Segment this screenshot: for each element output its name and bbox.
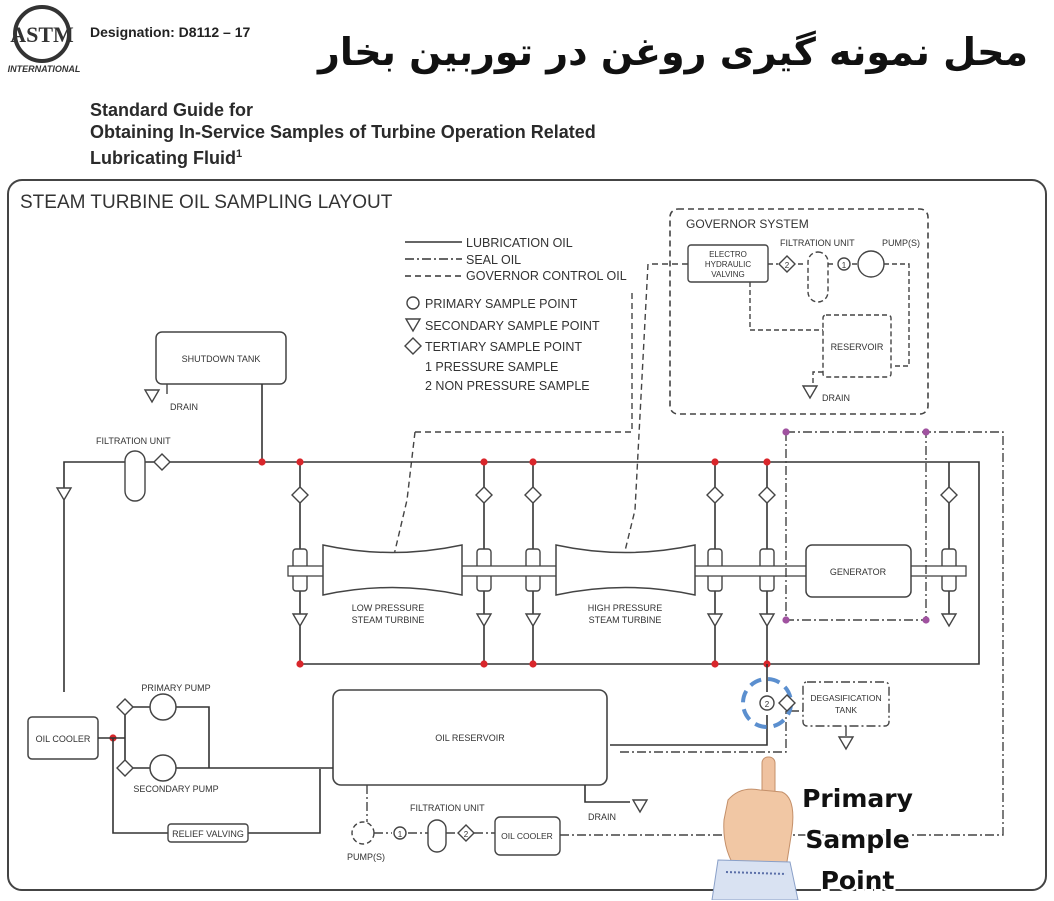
svg-text:DEGASIFICATION: DEGASIFICATION — [810, 693, 881, 703]
legend-non-pressure: 2 NON PRESSURE SAMPLE — [425, 379, 590, 393]
logo-text: INTERNATIONAL — [8, 64, 81, 74]
svg-text:SECONDARY PUMP: SECONDARY PUMP — [133, 784, 218, 794]
oil-cooler-bottom — [494, 816, 561, 856]
svg-text:TANK: TANK — [835, 705, 857, 715]
astm-logo: ASTM INTERNATIONAL — [8, 5, 81, 74]
filtration-unit-label: FILTRATION UNIT — [96, 436, 171, 446]
svg-text:1: 1 — [842, 261, 847, 270]
svg-text:HIGH PRESSURE: HIGH PRESSURE — [588, 603, 663, 613]
degasification-tank — [802, 681, 890, 727]
secondary-point-icon — [405, 318, 421, 332]
governor-system: GOVERNOR SYSTEM ELECTRO HYDRAULIC VALVIN… — [669, 208, 929, 415]
legend-seal-oil: SEAL OIL — [466, 253, 521, 267]
diagram-title: STEAM TURBINE OIL SAMPLING LAYOUT — [20, 192, 393, 213]
svg-text:OIL RESERVOIR: OIL RESERVOIR — [435, 733, 505, 743]
callout-line-2: Sample — [805, 825, 910, 854]
designation: Designation: D8112 – 17 — [90, 24, 251, 40]
svg-text:RELIEF VALVING: RELIEF VALVING — [172, 829, 244, 839]
svg-text:2: 2 — [785, 261, 790, 270]
diagram-frame — [7, 179, 1047, 891]
pointing-hand-icon — [711, 756, 799, 900]
generator — [805, 544, 912, 598]
svg-text:2: 2 — [464, 830, 469, 839]
primary-sample-point — [759, 695, 775, 711]
legend-pressure: 1 PRESSURE SAMPLE — [425, 360, 558, 374]
svg-text:2: 2 — [765, 700, 770, 709]
svg-text:SHUTDOWN TANK: SHUTDOWN TANK — [182, 354, 261, 364]
title-line-3: Lubricating Fluid1 — [90, 148, 243, 168]
legend-governor-oil: GOVERNOR CONTROL OIL — [466, 269, 627, 283]
primary-sample-callout: Primary Sample Point — [800, 778, 915, 901]
svg-text:STEAM TURBINE: STEAM TURBINE — [589, 615, 662, 625]
governor-title: GOVERNOR SYSTEM — [686, 217, 809, 231]
callout-line-1: Primary — [802, 784, 913, 813]
svg-text:HYDRAULIC: HYDRAULIC — [705, 260, 751, 269]
svg-text:PUMP(S): PUMP(S) — [347, 852, 385, 862]
relief-valving — [167, 823, 249, 843]
svg-text:LOW PRESSURE: LOW PRESSURE — [352, 603, 425, 613]
tertiary-point-icon — [404, 337, 422, 355]
callout-line-3: Point — [820, 866, 895, 895]
legend-lubrication-oil: LUBRICATION OIL — [466, 236, 573, 250]
svg-text:RESERVOIR: RESERVOIR — [831, 342, 884, 352]
title-line-2: Obtaining In-Service Samples of Turbine … — [90, 122, 596, 142]
oil-reservoir — [332, 689, 608, 786]
governor-pumps-label: PUMP(S) — [882, 238, 920, 248]
hp-turbine — [555, 544, 696, 596]
document-title: Standard Guide for Obtaining In-Service … — [90, 99, 596, 169]
svg-text:1: 1 — [398, 830, 403, 839]
footnote-marker: 1 — [236, 148, 243, 160]
secondary-pump — [149, 754, 177, 782]
svg-text:DRAIN: DRAIN — [170, 402, 198, 412]
persian-title: محل نمونه گیری روغن در توربین بخار — [318, 30, 1028, 74]
svg-text:PRIMARY PUMP: PRIMARY PUMP — [141, 683, 210, 693]
title-line-1: Standard Guide for — [90, 100, 254, 120]
svg-text:VALVING: VALVING — [711, 270, 745, 279]
shutdown-tank — [155, 331, 287, 385]
legend: LUBRICATION OIL SEAL OIL GOVERNOR CONTRO… — [404, 236, 627, 393]
lp-turbine — [322, 544, 463, 596]
governor-reservoir — [822, 314, 892, 378]
bottom-pump — [351, 821, 375, 845]
svg-text:DRAIN: DRAIN — [822, 393, 850, 403]
svg-text:GENERATOR: GENERATOR — [830, 567, 887, 577]
legend-primary: PRIMARY SAMPLE POINT — [425, 297, 578, 311]
svg-text:STEAM TURBINE: STEAM TURBINE — [352, 615, 425, 625]
primary-point-icon — [406, 296, 420, 310]
svg-text:OIL COOLER: OIL COOLER — [36, 734, 91, 744]
legend-tertiary: TERTIARY SAMPLE POINT — [425, 340, 582, 354]
svg-text:ASTM: ASTM — [10, 22, 74, 47]
svg-text:DRAIN: DRAIN — [588, 812, 616, 822]
bottom-filter — [427, 819, 447, 853]
bottom-filtration-label: FILTRATION UNIT — [410, 803, 485, 813]
primary-pump — [149, 693, 177, 721]
governor-filter — [807, 251, 829, 303]
governor-pump — [857, 250, 885, 278]
svg-text:OIL COOLER: OIL COOLER — [501, 831, 553, 841]
svg-text:ELECTRO: ELECTRO — [709, 250, 747, 259]
filter-top — [124, 450, 146, 502]
legend-secondary: SECONDARY SAMPLE POINT — [425, 319, 600, 333]
governor-filtration-label: FILTRATION UNIT — [780, 238, 855, 248]
